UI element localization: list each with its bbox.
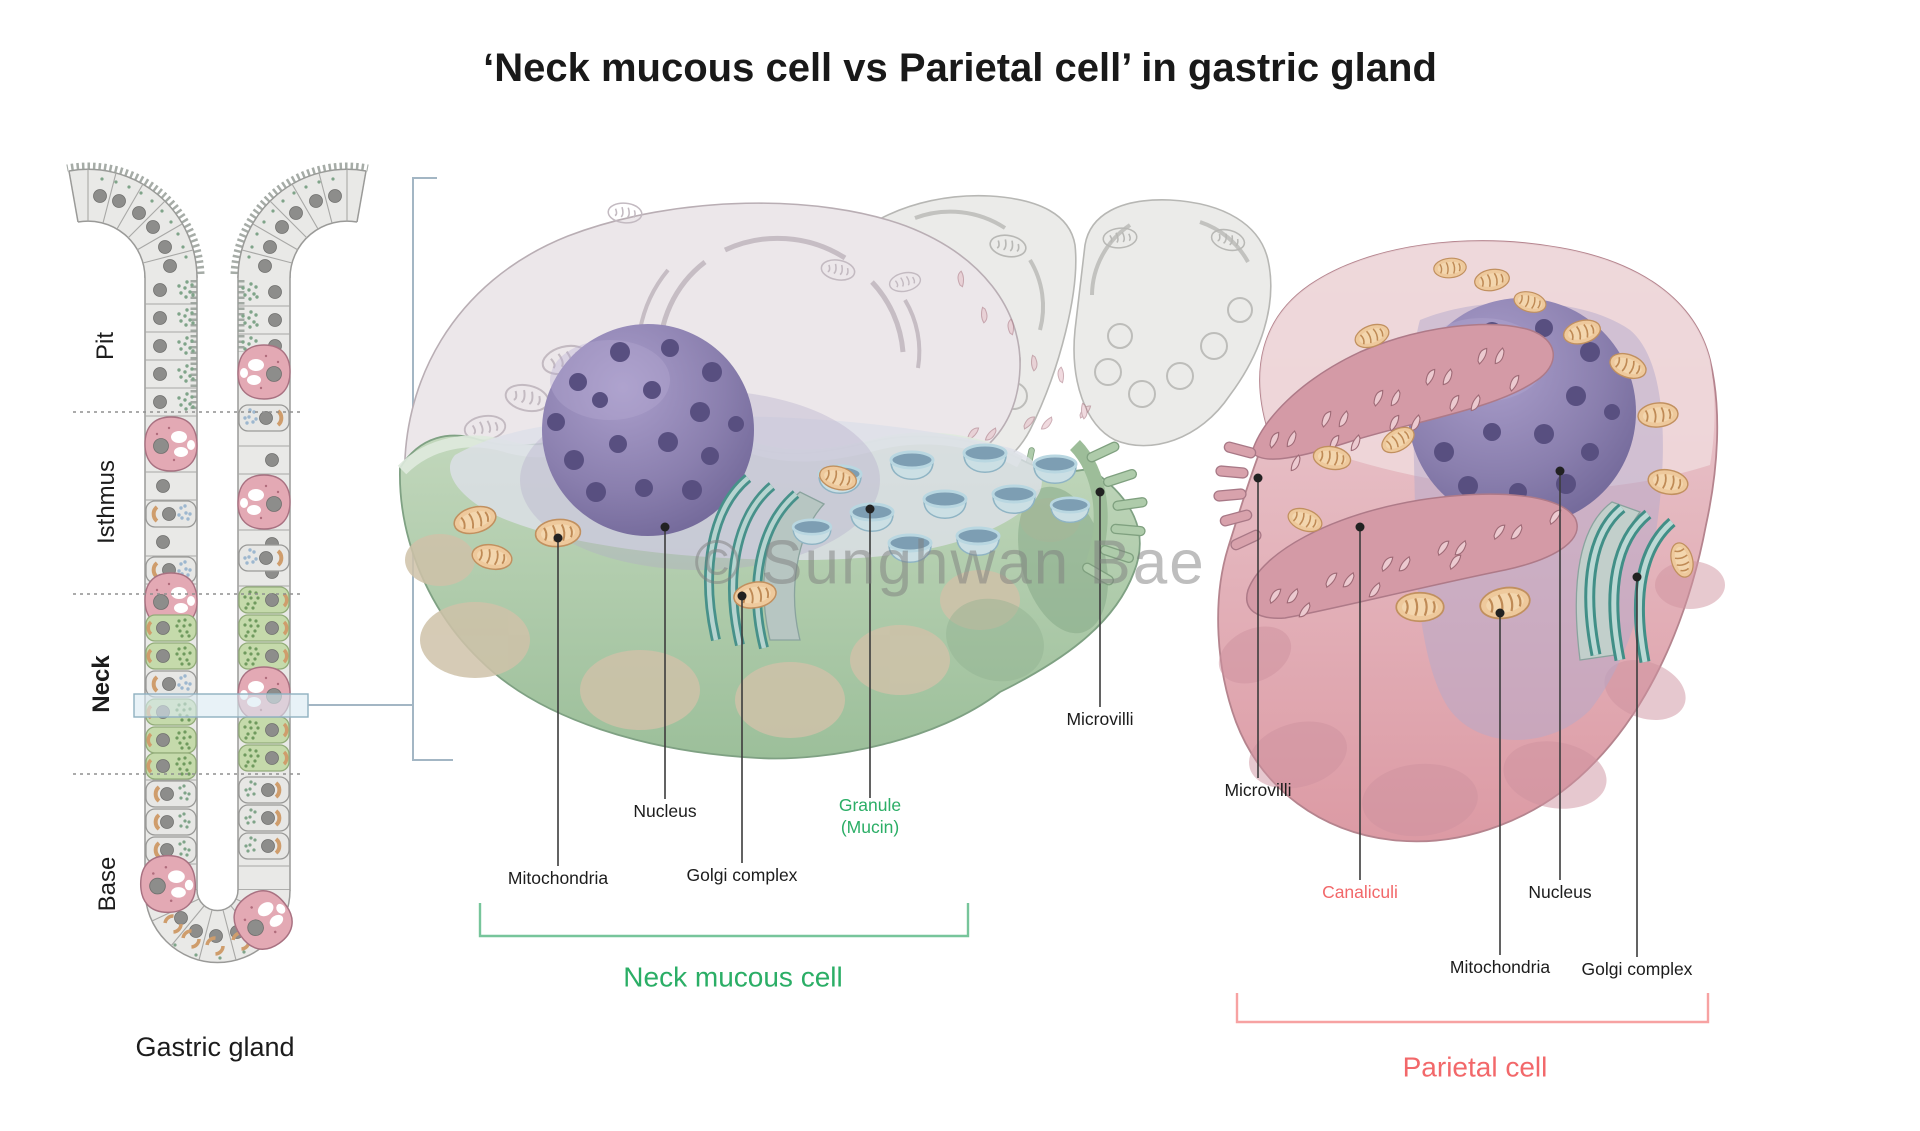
page-title: ‘Neck mucous cell vs Parietal cell’ in g…	[483, 46, 1437, 90]
watermark: © Sunghwan Bae	[694, 528, 1206, 598]
parietal-basal-blobs	[1218, 561, 1725, 837]
parietal-microvilli-label: Microvilli	[1224, 780, 1292, 801]
parietal-cell-name: Parietal cell	[1402, 1051, 1548, 1083]
gland-cell-divisions	[145, 303, 290, 867]
neck-microvilli-label: Microvilli	[1066, 709, 1134, 730]
dark-green-patches	[946, 486, 1108, 682]
granule-label-line2: (Mucin)	[840, 817, 900, 837]
label-pointer-dots	[553, 466, 1642, 618]
gland-pit-hook-left	[66, 162, 205, 279]
parietal-golgi-label: Golgi complex	[1581, 959, 1693, 980]
parietal-cell-drawing	[1212, 240, 1725, 843]
neck-nucleus	[542, 324, 754, 536]
granule-label-line1: Granule	[838, 795, 902, 816]
neck-golgi-label: Golgi complex	[686, 865, 798, 886]
basal-granule-blobs	[405, 498, 1080, 738]
region-label-base: Base	[94, 856, 121, 912]
parietal-nucleus-label: Nucleus	[1528, 882, 1592, 903]
parietal-mitochondria-label: Mitochondria	[1449, 957, 1551, 978]
label-lines	[557, 473, 1638, 957]
parietal-cell-bracket	[1235, 993, 1710, 1024]
gland-colored-cells-right	[237, 344, 291, 861]
region-separators	[73, 411, 300, 775]
neck-cell-bracket	[478, 903, 970, 938]
neck-highlight-band	[133, 693, 309, 718]
neck-nucleus-label: Nucleus	[633, 801, 697, 822]
neck-mitochondria-label: Mitochondria	[507, 868, 609, 889]
parietal-golgi-complex	[1575, 501, 1676, 664]
neck-golgi-complex	[704, 474, 826, 650]
region-label-isthmus: Isthmus	[93, 459, 120, 545]
parietal-canaliculi-label: Canaliculi	[1322, 882, 1398, 903]
gland-pit-hook-right	[230, 162, 369, 279]
neck-granule-label: Granule (Mucin)	[839, 795, 901, 839]
gland-caption: Gastric gland	[135, 1032, 295, 1063]
parietal-canaliculi	[1246, 323, 1578, 619]
region-label-neck: Neck	[88, 655, 115, 713]
gastric-gland-diagram	[66, 162, 453, 964]
neck-cell-name: Neck mucous cell	[623, 961, 843, 993]
neck-mucous-cell-drawing	[397, 201, 1149, 760]
region-label-pit: Pit	[92, 331, 119, 361]
